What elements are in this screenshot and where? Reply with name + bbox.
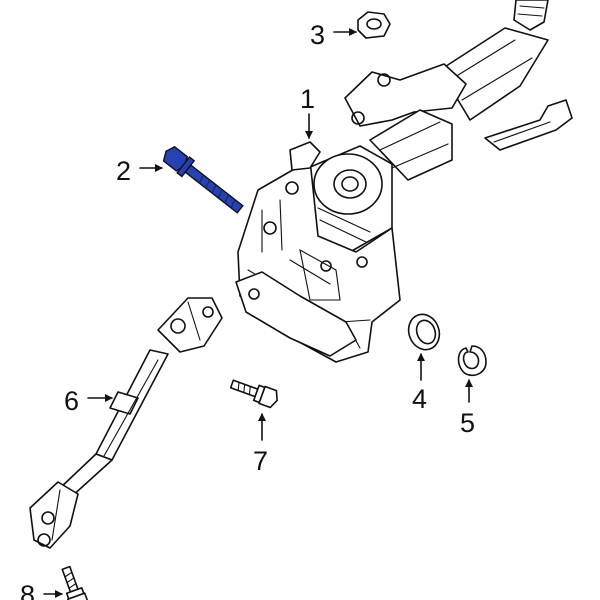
callout-numbers: 1 2 3 4 5 6 7 8 (20, 20, 475, 600)
bolt-part-8[interactable] (58, 565, 91, 600)
bolt-part-2[interactable] (160, 144, 246, 218)
callout-4: 4 (412, 384, 427, 414)
intermediate-shaft-part-6[interactable] (29, 297, 223, 549)
seal-part-4[interactable] (404, 310, 445, 354)
snap-ring-part-5[interactable] (457, 345, 487, 377)
bolt-part-7[interactable] (229, 376, 280, 409)
callout-5: 5 (460, 408, 475, 438)
callout-7: 7 (253, 446, 268, 476)
callout-6: 6 (64, 386, 79, 416)
callout-leaders (43, 28, 473, 598)
callout-3: 3 (310, 20, 325, 50)
steering-column-assembly[interactable] (235, 0, 573, 363)
callout-1: 1 (300, 84, 315, 114)
callout-8: 8 (20, 580, 35, 600)
nut-part-3[interactable] (357, 11, 391, 39)
callout-2: 2 (116, 156, 131, 186)
